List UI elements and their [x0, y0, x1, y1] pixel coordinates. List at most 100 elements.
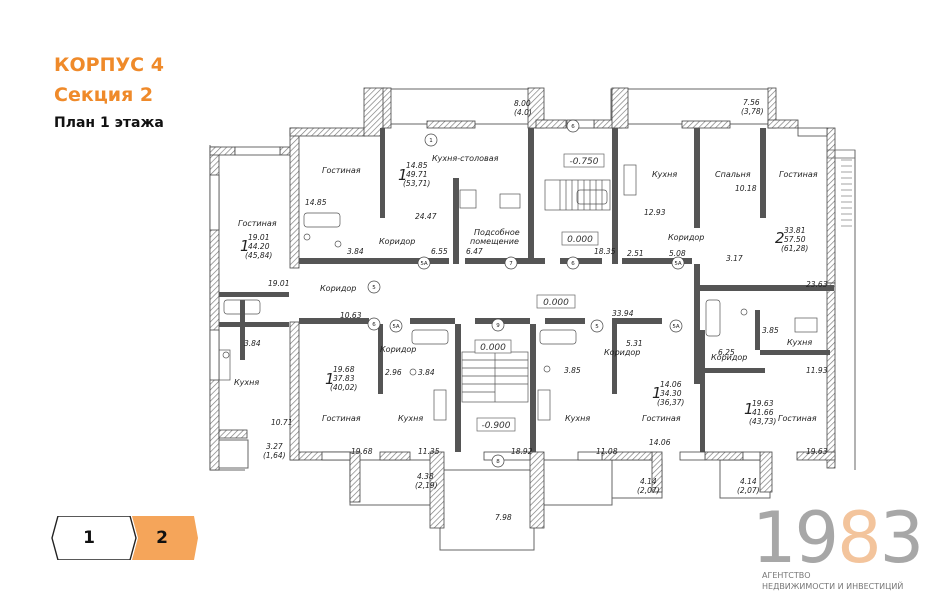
room-kitchen-north: Кухня — [652, 170, 677, 179]
svg-text:(45,84): (45,84) — [245, 251, 272, 260]
svg-text:11.93: 11.93 — [806, 366, 828, 375]
balcony-areas: 8.00 (4.0) 7.56 (3,78) 3.27 (1,64) 4.38 … — [263, 98, 764, 495]
svg-text:11.08: 11.08 — [596, 447, 618, 456]
svg-text:11.35: 11.35 — [418, 447, 440, 456]
svg-text:6.47: 6.47 — [466, 247, 483, 256]
marker-1: 1 — [429, 138, 433, 144]
room-bedroom: Спальня — [715, 170, 751, 179]
svg-text:(53,71): (53,71) — [403, 179, 430, 188]
svg-text:5.08: 5.08 — [669, 249, 686, 258]
room-gostinaya-south-2: Гостиная — [642, 414, 681, 423]
svg-text:3.85: 3.85 — [564, 366, 581, 375]
svg-text:1: 1 — [652, 384, 662, 402]
svg-text:1: 1 — [744, 400, 754, 418]
marker-3: 7 — [509, 261, 513, 267]
marker-10: 5А — [674, 261, 681, 267]
svg-text:2: 2 — [775, 229, 785, 247]
svg-text:0.000: 0.000 — [567, 235, 593, 245]
apartment-north-1: 1 14.85 49.71 (53,71) — [398, 161, 430, 188]
svg-text:1: 1 — [325, 370, 335, 388]
svg-text:34.30: 34.30 — [660, 389, 682, 398]
svg-text:-0.900: -0.900 — [481, 421, 510, 431]
svg-text:19.01: 19.01 — [248, 233, 269, 242]
brand-digits: 1983 — [752, 498, 927, 578]
external-walls — [209, 87, 856, 529]
brand-digit-9: 9 — [794, 497, 840, 579]
svg-text:(4.0): (4.0) — [514, 108, 532, 117]
building-title: КОРПУС 4 — [54, 54, 164, 76]
room-kitchen-south-1: Кухня — [398, 414, 423, 423]
svg-text:6.25: 6.25 — [718, 348, 735, 357]
svg-text:19.68: 19.68 — [351, 447, 373, 456]
brand-caption-line1: АГЕНТСТВО — [762, 571, 811, 580]
marker-9: 5А — [672, 324, 679, 330]
svg-text:1: 1 — [240, 237, 250, 255]
svg-text:10.71: 10.71 — [271, 418, 292, 427]
svg-text:19.01: 19.01 — [268, 279, 289, 288]
svg-text:44.20: 44.20 — [248, 242, 270, 251]
svg-text:10.18: 10.18 — [735, 184, 757, 193]
svg-text:3.84: 3.84 — [244, 339, 261, 348]
marker-8: 5 — [595, 324, 599, 330]
svg-text:12.93: 12.93 — [644, 208, 666, 217]
marker-11: 6 — [571, 124, 575, 130]
marker-6: 5А — [392, 324, 399, 330]
svg-text:33.94: 33.94 — [612, 309, 634, 318]
title-block: КОРПУС 4 Секция 2 План 1 этажа — [54, 50, 164, 134]
floor-1-button[interactable]: 1 — [83, 528, 95, 548]
svg-text:(40,02): (40,02) — [330, 383, 357, 392]
svg-text:0.000: 0.000 — [543, 298, 569, 308]
floor-levels: -0.750 0.000 0.000 0.000 -0.900 — [480, 157, 599, 431]
svg-text:(61,28): (61,28) — [781, 244, 808, 253]
svg-text:33.81: 33.81 — [784, 226, 805, 235]
svg-text:1: 1 — [398, 166, 408, 184]
svg-text:49.71: 49.71 — [406, 170, 427, 179]
svg-text:2.96: 2.96 — [385, 368, 402, 377]
svg-text:19.63: 19.63 — [752, 399, 774, 408]
svg-text:7.56: 7.56 — [743, 98, 760, 107]
svg-text:8.00: 8.00 — [514, 99, 531, 108]
svg-text:0.000: 0.000 — [480, 343, 506, 353]
brand-digit-3: 3 — [879, 497, 925, 579]
marker-2: 5А — [420, 261, 427, 267]
kitchen-stoves — [217, 164, 818, 421]
apartment-south-east: 1 19.63 41.66 (43,73) — [744, 399, 776, 426]
brand-digit-1: 1 — [752, 497, 797, 579]
marker-5: 5 — [372, 285, 376, 291]
room-corridor-north: Коридор — [668, 233, 704, 242]
markers — [367, 119, 685, 468]
svg-text:(2,07): (2,07) — [637, 486, 660, 495]
svg-text:(1,64): (1,64) — [263, 451, 286, 460]
brand-digit-8: 8 — [837, 497, 882, 579]
svg-text:3.17: 3.17 — [726, 254, 743, 263]
svg-text:5.31: 5.31 — [626, 339, 643, 348]
room-gostinaya-north-left: Гостиная — [322, 166, 361, 175]
svg-text:4.14: 4.14 — [640, 477, 657, 486]
svg-text:19.68: 19.68 — [333, 365, 355, 374]
room-gostinaya-south-1: Гостиная — [322, 414, 361, 423]
svg-text:18.92: 18.92 — [511, 447, 533, 456]
svg-text:3.84: 3.84 — [347, 247, 364, 256]
room-areas: 14.85 24.47 3.84 6.55 6.47 18.35 2.51 5.… — [244, 184, 828, 522]
room-kitchen-west: Кухня — [234, 378, 259, 387]
room-gostinaya-north-east: Гостиная — [779, 170, 818, 179]
apartment-south-1: 1 19.68 37.83 (40,02) — [325, 365, 357, 392]
marker-12: 8 — [496, 459, 500, 465]
svg-text:3.84: 3.84 — [418, 368, 435, 377]
svg-text:23.63: 23.63 — [806, 280, 828, 289]
marker-7: 9 — [496, 323, 500, 329]
svg-text:(3,78): (3,78) — [741, 107, 764, 116]
svg-text:14.85: 14.85 — [406, 161, 428, 170]
svg-text:6.55: 6.55 — [431, 247, 448, 256]
room-utility: Подсобное — [474, 228, 520, 237]
room-gostinaya-south-east: Гостиная — [778, 414, 817, 423]
apartment-south-2: 1 14.06 34.30 (36,37) — [652, 380, 684, 407]
floor-2-button[interactable]: 2 — [156, 528, 168, 548]
room-corridor-mid: Коридор — [320, 284, 356, 293]
staircase-north — [544, 179, 611, 211]
svg-text:(2,07): (2,07) — [737, 486, 760, 495]
marker-13: 6 — [372, 322, 376, 328]
apartment-west: 1 19.01 44.20 (45,84) — [240, 233, 272, 260]
room-gostinaya-west: Гостиная — [238, 219, 277, 228]
svg-text:4.38: 4.38 — [417, 472, 434, 481]
